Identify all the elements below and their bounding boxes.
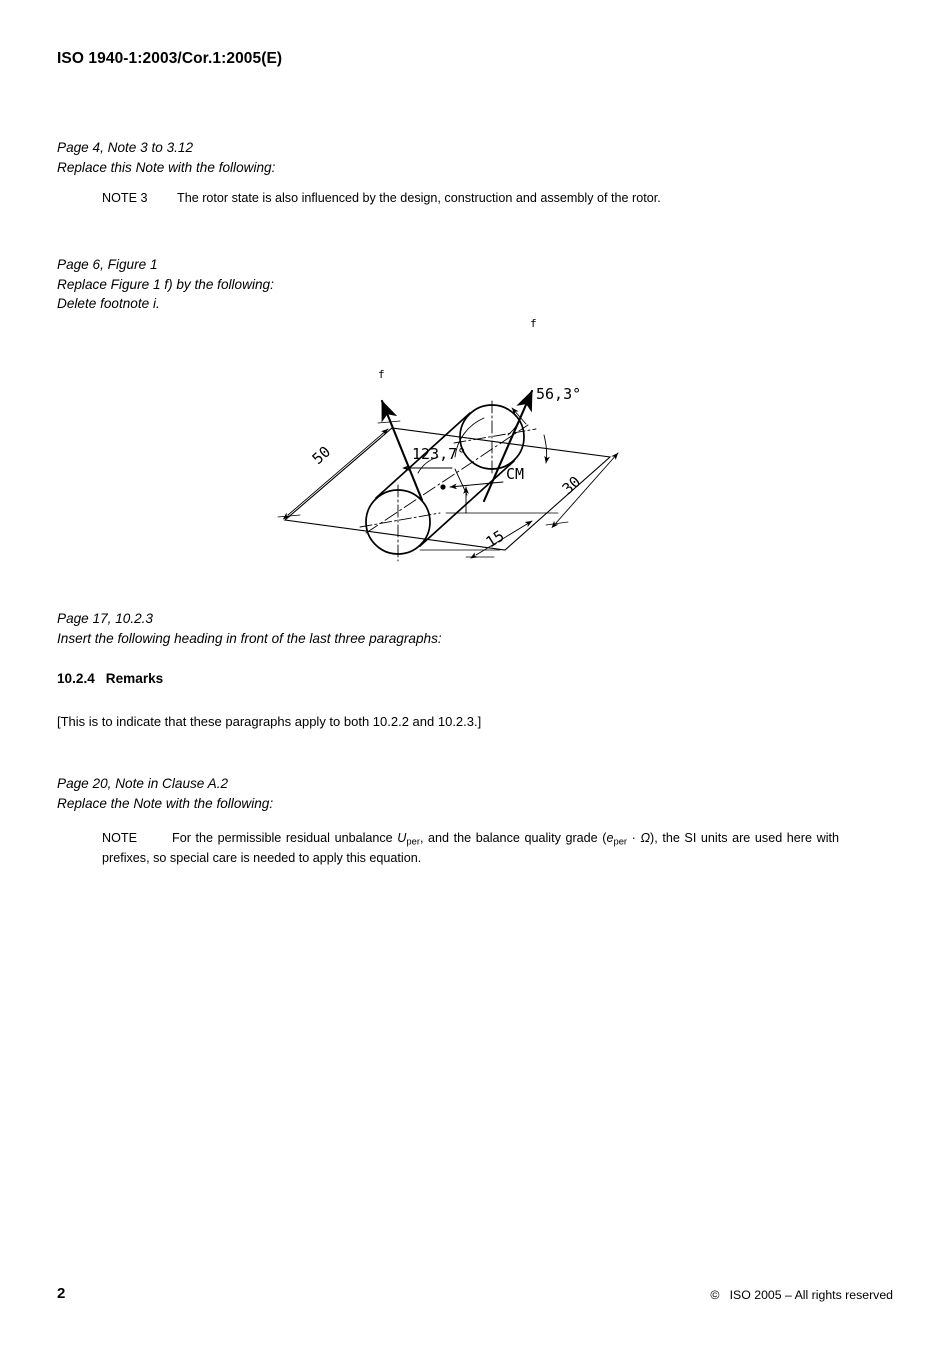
amendment-location: Page 6, Figure 1 [57, 257, 158, 272]
amendment-action: Replace Figure 1 f) by the following: De… [57, 276, 274, 312]
symbol-u-per-subscript: per [406, 835, 420, 847]
figure-label-center-of-mass: CM [506, 465, 524, 483]
clause-number: 10.2.4 [57, 671, 95, 686]
note-3-block: NOTE 3 The rotor state is also influenced… [102, 190, 839, 208]
footer-page-number: 2 [57, 1285, 66, 1302]
note-3-tag: NOTE 3 [102, 191, 148, 205]
note-a2-text-1: For the permissible residual unbalance [172, 831, 398, 845]
figure-label-dim-left: 50 [309, 443, 334, 468]
symbol-e-per-subscript: per [613, 835, 628, 847]
amendment-location: Page 20, Note in Clause A.2 [57, 776, 229, 791]
amendment-location: Page 17, 10.2.3 [57, 611, 153, 626]
note-a2-text-4: ), the SI units are used here with prefi… [102, 831, 839, 866]
footer-copyright: © ISO 2005 – All rights reserved [710, 1288, 893, 1302]
figure-label-force-right: f [530, 317, 537, 330]
figure-label-angle-upper: 56,3° [536, 385, 581, 403]
figure-1f-rotor-diagram: f f 56,3° 123,7° CM 50 30 15 [270, 305, 640, 580]
amendment-action: Insert the following heading in front of… [57, 630, 442, 646]
amendment-instruction-page-6: Page 6, Figure 1 Replace Figure 1 f) by … [57, 255, 274, 314]
amendment-action: Replace the Note with the following: [57, 795, 274, 811]
note-a2-text-2: , and the balance quality grade ( [419, 831, 607, 845]
symbol-u-per: U [397, 831, 407, 845]
figure-label-force-left: f [378, 368, 385, 381]
symbol-e-per: e [606, 831, 614, 845]
amendment-instruction-page-4: Page 4, Note 3 to 3.12 Replace this Note… [57, 138, 275, 177]
document-header: ISO 1940-1:2003/Cor.1:2005(E) [57, 50, 283, 67]
clause-heading-10-2-4: 10.2.4 Remarks [57, 671, 163, 686]
amendment-action: Replace this Note with the following: [57, 159, 276, 175]
figure-label-dim-right: 30 [559, 473, 584, 498]
figure-label-angle-lower: 123,7° [412, 445, 466, 463]
note-a2-text-3: · [627, 831, 641, 845]
amendment-location: Page 4, Note 3 to 3.12 [57, 140, 194, 155]
note-3-text: The rotor state is also influenced by th… [177, 191, 661, 205]
clause-paragraph: [This is to indicate that these paragrap… [57, 714, 482, 729]
note-a2-block: NOTE For the permissible residual unbalan… [102, 830, 839, 868]
note-a2-tag: NOTE [102, 831, 137, 845]
amendment-instruction-page-20: Page 20, Note in Clause A.2 Replace the … [57, 774, 273, 813]
clause-title: Remarks [105, 671, 164, 686]
symbol-omega: Ω [640, 831, 651, 845]
amendment-instruction-page-17: Page 17, 10.2.3 Insert the following hea… [57, 609, 442, 648]
